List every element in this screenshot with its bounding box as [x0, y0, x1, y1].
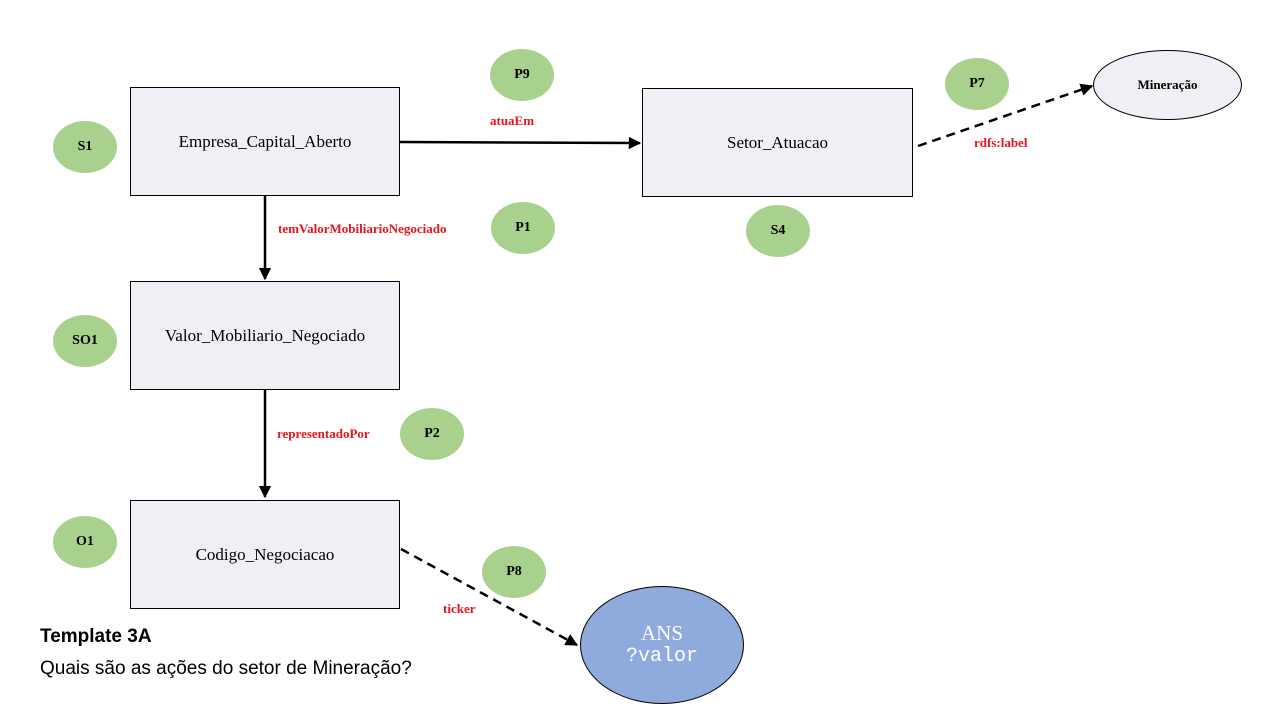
answer-title: ANS: [640, 621, 683, 645]
node-mineracao-literal: Mineração: [1093, 50, 1242, 120]
node-setor-atuacao: Setor_Atuacao: [642, 88, 913, 197]
node-answer: ANS ?valor: [580, 586, 744, 704]
badge-o1: O1: [53, 516, 117, 568]
template-title: Template 3A: [40, 626, 152, 647]
edge-rdfs-label: [917, 83, 1094, 148]
badge-p2: P2: [400, 408, 464, 460]
label-rdfs-label: rdfs:label: [974, 135, 1028, 150]
node-valor-mobiliario-negociado: Valor_Mobiliario_Negociado: [130, 281, 400, 390]
node-codigo-negociacao: Codigo_Negociacao: [130, 500, 400, 609]
badge-p9: P9: [490, 49, 554, 101]
label-ticker: ticker: [443, 601, 476, 616]
node-empresa-capital-aberto: Empresa_Capital_Aberto: [130, 87, 400, 196]
badge-p8: P8: [482, 546, 546, 598]
label-representadoPor: representadoPor: [277, 426, 370, 441]
badge-s4: S4: [746, 205, 810, 257]
answer-variable: ?valor: [625, 645, 698, 668]
badge-s1: S1: [53, 121, 117, 173]
badge-so1: SO1: [53, 315, 117, 367]
template-question: Quais são as ações do setor de Mineração…: [40, 658, 412, 679]
edge-ticker: [400, 547, 579, 647]
label-atuaEm: atuaEm: [490, 113, 535, 128]
label-temValorMobiliarioNegociado: temValorMobiliarioNegociado: [278, 221, 447, 236]
edge-atuaEm: [399, 136, 642, 150]
badge-p1: P1: [491, 202, 555, 254]
badge-p7: P7: [945, 58, 1009, 110]
